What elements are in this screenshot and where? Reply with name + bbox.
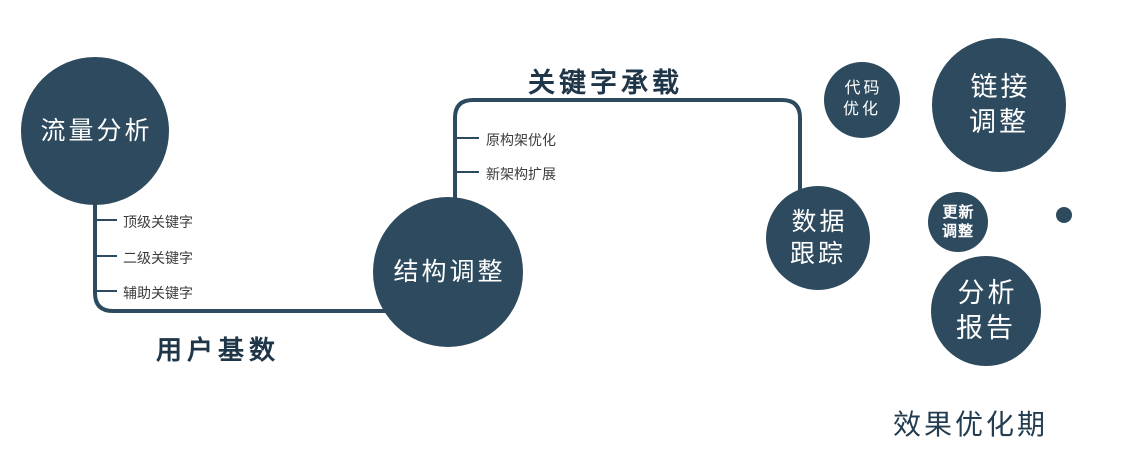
node-traffic-analysis: 流量分析	[21, 57, 169, 205]
node-code-optimization-label: 代码 优化	[842, 80, 883, 118]
branch-label-auxiliary-keywords: 辅助关键字	[123, 285, 193, 301]
node-structure-adjustment-label: 结构调整	[393, 257, 506, 286]
path-structure-to-tracking	[453, 98, 802, 200]
path-traffic-to-structure	[93, 200, 395, 313]
node-data-tracking-label: 数据 跟踪	[789, 207, 848, 269]
node-data-tracking: 数据 跟踪	[766, 186, 870, 290]
node-structure-adjustment: 结构调整	[373, 197, 523, 347]
branch-label-secondary-keywords: 二级关键字	[123, 250, 193, 266]
node-link-adjustment-label: 链接 调整	[969, 71, 1031, 137]
caption-effect-optimization-period: 效果优化期	[893, 409, 1049, 440]
branch-label-new-architecture-expansion: 新架构扩展	[486, 166, 556, 182]
node-update-adjustment: 更新 调整	[928, 192, 988, 252]
bullet-dot	[1056, 207, 1072, 223]
node-traffic-analysis-label: 流量分析	[40, 116, 153, 145]
node-link-adjustment: 链接 调整	[932, 38, 1066, 172]
edge-label-keyword-bearing: 关键字承载	[528, 68, 683, 98]
node-update-adjustment-label: 更新 调整	[941, 203, 975, 241]
node-analysis-report: 分析 报告	[931, 256, 1041, 366]
branch-label-top-keywords: 顶级关键字	[123, 214, 193, 230]
node-code-optimization: 代码 优化	[824, 62, 900, 138]
branch-label-original-architecture-optimization: 原构架优化	[486, 132, 556, 148]
node-analysis-report-label: 分析 报告	[956, 277, 1018, 343]
edge-label-user-base: 用户基数	[156, 335, 281, 365]
